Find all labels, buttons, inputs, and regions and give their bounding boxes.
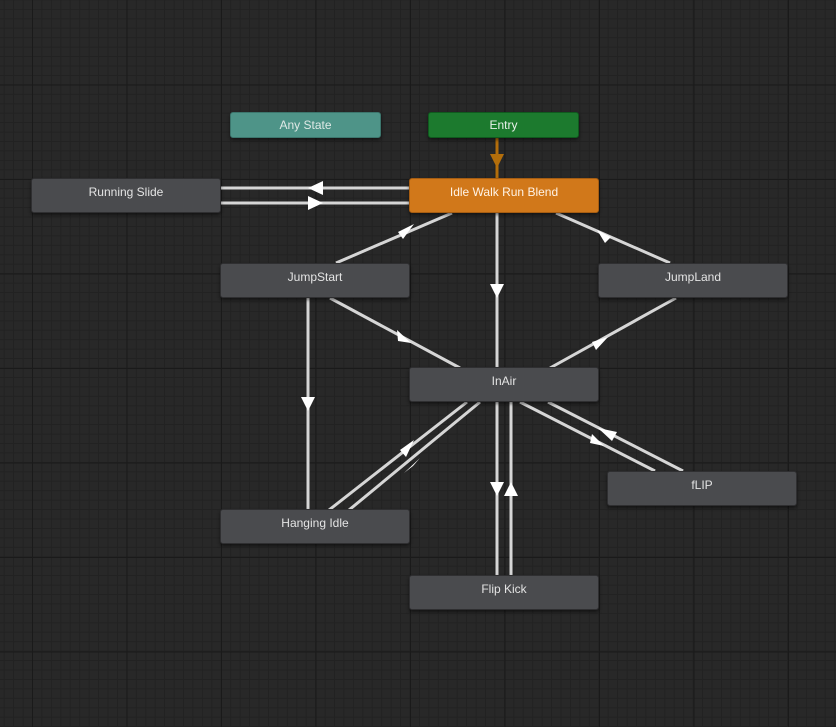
transition-arrow: [397, 330, 411, 343]
transition-jumpstart-inair[interactable]: [329, 296, 461, 370]
state-running-slide[interactable]: Running Slide: [31, 178, 221, 213]
transition-arrow: [301, 397, 315, 411]
transition-jumpland-idle[interactable]: [555, 211, 671, 265]
transition-arrow: [308, 196, 323, 210]
transition-inair-flip[interactable]: [519, 400, 656, 473]
transition-inair-jumpland[interactable]: [549, 296, 677, 370]
state-flip-kick[interactable]: Flip Kick: [409, 575, 599, 610]
transition-arrow: [308, 181, 323, 195]
transition-arrow: [400, 440, 414, 457]
transition-arrow: [598, 428, 617, 441]
state-jump-start[interactable]: JumpStart: [220, 263, 410, 298]
transition-arrow: [597, 230, 611, 243]
transition-arrow: [490, 482, 504, 496]
state-jump-land[interactable]: JumpLand: [598, 263, 788, 298]
transition-flip-inair[interactable]: [547, 400, 684, 473]
transition-arrow: [592, 337, 608, 350]
entry-node[interactable]: Entry: [428, 112, 579, 138]
transition-arrow: [504, 482, 518, 496]
transition-arrow: [404, 458, 420, 473]
transition-arrow: [398, 224, 414, 239]
transition-inair-hanging[interactable]: [348, 400, 481, 512]
state-in-air[interactable]: InAir: [409, 367, 599, 402]
any-state-node[interactable]: Any State: [230, 112, 381, 138]
state-idle-walk-run-blend[interactable]: Idle Walk Run Blend: [409, 178, 599, 213]
state-flip[interactable]: fLIP: [607, 471, 797, 506]
transition-jumpstart-idle[interactable]: [335, 211, 453, 265]
transition-arrow: [590, 434, 604, 446]
transition-arrow: [490, 284, 504, 298]
transition-arrow: [490, 154, 504, 168]
transition-hanging-inair[interactable]: [328, 400, 468, 512]
state-hanging-idle[interactable]: Hanging Idle: [220, 509, 410, 544]
